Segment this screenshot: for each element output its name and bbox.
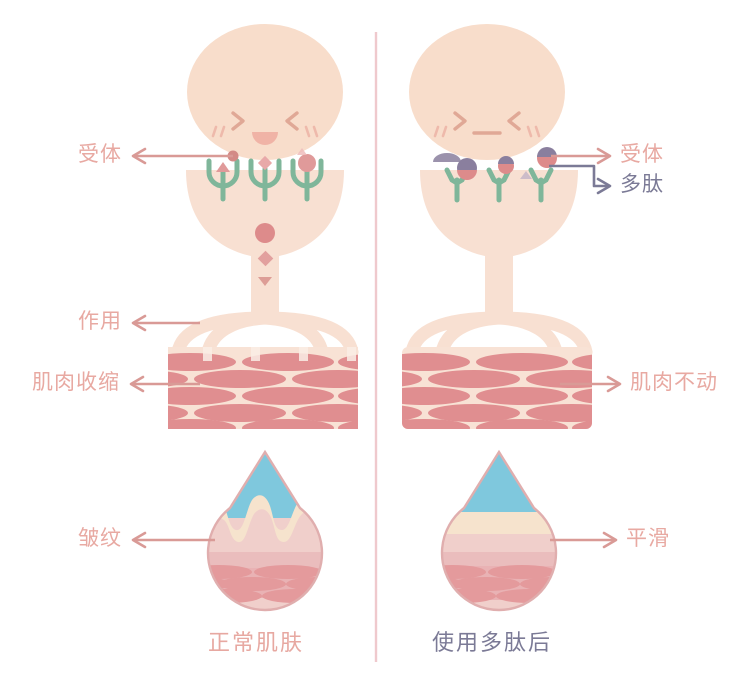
left-panel-graphics xyxy=(129,24,359,612)
y-shaped-receptor-icon xyxy=(486,167,512,203)
arrow-peptide-right xyxy=(549,164,612,195)
y-shaped-receptor-icon xyxy=(528,167,554,203)
right-peptide-blocks xyxy=(433,147,557,180)
arrow-receptor-right xyxy=(551,147,612,165)
left-skin-drop xyxy=(206,449,324,612)
right-muscle-block xyxy=(402,347,592,429)
right-face xyxy=(433,111,541,138)
arrow-muscle-left xyxy=(129,375,200,393)
label-left-wrinkle: 皱纹 xyxy=(78,527,122,550)
left-muscle-block xyxy=(168,347,358,429)
left-neurotransmitters xyxy=(216,148,316,172)
label-left-muscle-contraction: 肌肉收缩 xyxy=(32,371,120,394)
right-nerve-head xyxy=(409,24,565,160)
left-receptors xyxy=(206,158,324,202)
label-right-peptide: 多肽 xyxy=(620,173,664,196)
right-skin-drop xyxy=(440,449,558,612)
right-arrows xyxy=(549,147,622,549)
peptide-block-icon xyxy=(457,158,477,180)
y-shaped-receptor-icon xyxy=(290,158,324,202)
arrow-muscle-right xyxy=(560,375,622,393)
label-left-action: 作用 xyxy=(78,310,122,333)
label-right-muscle-still: 肌肉不动 xyxy=(630,371,718,394)
label-left-receptor: 受体 xyxy=(78,143,122,166)
left-face xyxy=(211,111,319,145)
label-right-receptor: 受体 xyxy=(620,143,664,166)
right-panel-graphics xyxy=(402,24,622,612)
y-shaped-receptor-icon xyxy=(248,158,282,202)
arrow-smooth-right xyxy=(550,531,618,549)
left-nerve-head xyxy=(187,24,343,160)
left-arrows xyxy=(129,147,233,549)
label-right-smooth: 平滑 xyxy=(626,527,670,550)
peptide-block-icon xyxy=(498,156,514,174)
arrow-receptor-left xyxy=(131,147,233,165)
caption-left-normal-skin: 正常肌肤 xyxy=(208,630,305,655)
caption-right-after-peptide: 使用多肽后 xyxy=(432,630,553,655)
peptide-block-icon xyxy=(537,147,557,168)
arrow-wrinkle-left xyxy=(131,531,215,549)
arrow-action-left xyxy=(131,314,200,332)
right-receptors xyxy=(444,167,554,203)
y-shaped-receptor-icon xyxy=(206,158,240,202)
